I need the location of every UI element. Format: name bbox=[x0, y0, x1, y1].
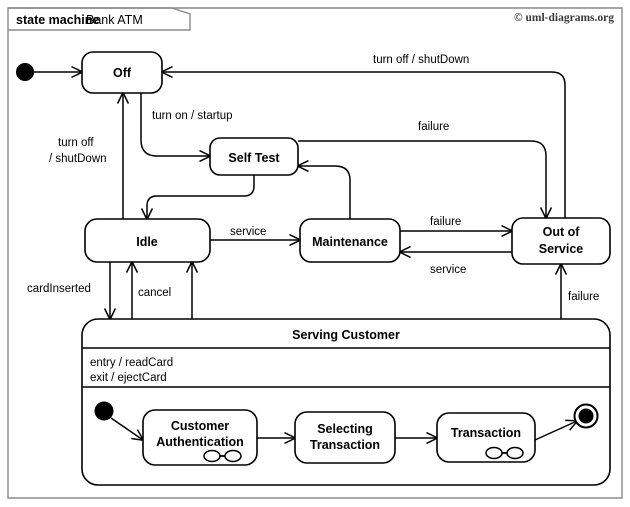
label-turn-on-startup: turn on / startup bbox=[152, 110, 233, 122]
label-failure-serving: failure bbox=[568, 291, 599, 303]
state-out-of-service-label-2: Service bbox=[539, 242, 584, 256]
diagram-frame bbox=[7, 7, 623, 499]
state-self-test[interactable]: Self Test bbox=[209, 137, 299, 176]
label-turn-off-left-1: turn off bbox=[58, 137, 94, 149]
label-service-idle-maintenance: service bbox=[230, 226, 266, 238]
state-customer-authentication-label-1: Customer bbox=[171, 419, 229, 433]
state-out-of-service-label-1: Out of bbox=[543, 225, 581, 239]
state-idle-label: Idle bbox=[136, 235, 158, 249]
state-maintenance-label: Maintenance bbox=[312, 235, 388, 249]
label-card-inserted: cardInserted bbox=[27, 283, 91, 295]
label-failure-maintenance: failure bbox=[430, 216, 461, 228]
state-selecting-transaction-label-1: Selecting bbox=[317, 422, 373, 436]
state-serving-customer-label: Serving Customer bbox=[292, 328, 400, 342]
edge-transaction-to-final bbox=[534, 421, 577, 441]
edge-selftest-to-idle bbox=[147, 174, 255, 219]
copyright-label: © uml-diagrams.org bbox=[514, 12, 614, 24]
state-self-test-label: Self Test bbox=[228, 151, 280, 165]
entry-action-label: entry / readCard bbox=[90, 357, 173, 369]
state-selecting-transaction[interactable]: Selecting Transaction bbox=[294, 411, 396, 464]
submachine-icon bbox=[485, 446, 524, 460]
exit-action-label: exit / ejectCard bbox=[90, 372, 167, 384]
state-out-of-service[interactable]: Out of Service bbox=[511, 217, 611, 265]
state-customer-authentication-label-2: Authentication bbox=[156, 435, 244, 449]
state-selecting-transaction-label-2: Transaction bbox=[310, 438, 380, 452]
frame-title: Bank ATM bbox=[86, 13, 143, 27]
label-failure-selftest: failure bbox=[418, 121, 449, 133]
edge-selftest-to-outofservice bbox=[298, 140, 546, 218]
state-customer-authentication[interactable]: Customer Authentication bbox=[142, 409, 258, 466]
edge-inner-initial-to-auth bbox=[94, 401, 144, 441]
label-turn-off-left-2: / shutDown bbox=[49, 153, 107, 165]
submachine-icon bbox=[203, 449, 242, 463]
state-transaction-label: Transaction bbox=[451, 426, 521, 440]
state-off[interactable]: Off bbox=[81, 51, 163, 94]
state-idle[interactable]: Idle bbox=[84, 218, 211, 263]
state-transaction[interactable]: Transaction bbox=[436, 412, 536, 463]
label-cancel: cancel bbox=[138, 287, 171, 299]
label-service-outofservice-maintenance: service bbox=[430, 264, 466, 276]
final-state bbox=[573, 403, 599, 429]
edge-maintenance-to-selftest bbox=[298, 166, 351, 219]
state-off-label: Off bbox=[113, 66, 132, 80]
frame-keyword: state machine bbox=[16, 13, 99, 27]
state-maintenance[interactable]: Maintenance bbox=[299, 218, 401, 263]
edge-off-to-selftest bbox=[140, 93, 210, 156]
edge-outofservice-to-off bbox=[162, 72, 566, 218]
edge-initial-to-off bbox=[16, 63, 82, 81]
label-turn-off-shutdown-top: turn off / shutDown bbox=[373, 54, 469, 66]
